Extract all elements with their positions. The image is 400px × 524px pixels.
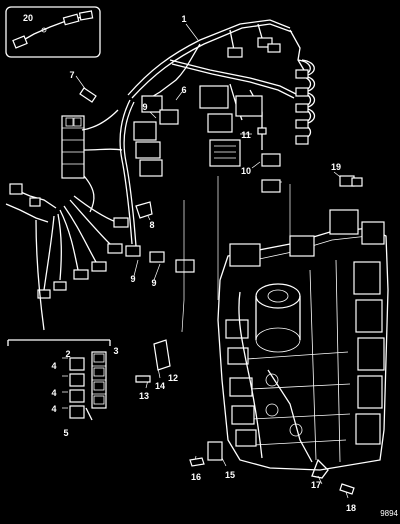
- callout-13: 13: [139, 391, 149, 401]
- callout-20: 20: [23, 13, 33, 23]
- callout-8: 8: [149, 220, 154, 230]
- callout-18: 18: [346, 503, 356, 513]
- callout-10: 10: [241, 166, 251, 176]
- callout-9-upper: 9: [142, 102, 147, 112]
- callout-5: 5: [63, 428, 68, 438]
- main-wiring-harness: [119, 19, 316, 273]
- callout-14: 14: [155, 381, 165, 391]
- callout-4-top: 4: [51, 361, 56, 371]
- harness-inset-box: [5, 6, 101, 58]
- callout-4-mid: 4: [51, 388, 56, 398]
- callout-3: 3: [113, 346, 118, 356]
- small-hardware: [79, 87, 363, 495]
- callout-12: 12: [168, 373, 178, 383]
- callout-9-left: 9: [130, 274, 135, 284]
- callout-4-bottom: 4: [51, 404, 56, 414]
- engine-block: [217, 209, 389, 479]
- callout-2: 2: [65, 349, 70, 359]
- callout-17: 17: [311, 480, 321, 490]
- callout-1: 1: [181, 14, 186, 24]
- drawing-number: 9894: [380, 509, 398, 518]
- callout-15: 15: [225, 470, 235, 480]
- relay-inset: [7, 339, 111, 421]
- callout-labels: 20 1 7 6 9 11 10 19 8 9 9 2 3 4 4 4 5 12…: [23, 13, 399, 518]
- callout-11: 11: [241, 130, 251, 140]
- callout-19: 19: [331, 162, 341, 172]
- left-connector-fanout: [5, 109, 129, 331]
- callout-6: 6: [181, 85, 186, 95]
- callout-16: 16: [191, 472, 201, 482]
- callout-9-right: 9: [151, 278, 156, 288]
- callout-7: 7: [69, 70, 74, 80]
